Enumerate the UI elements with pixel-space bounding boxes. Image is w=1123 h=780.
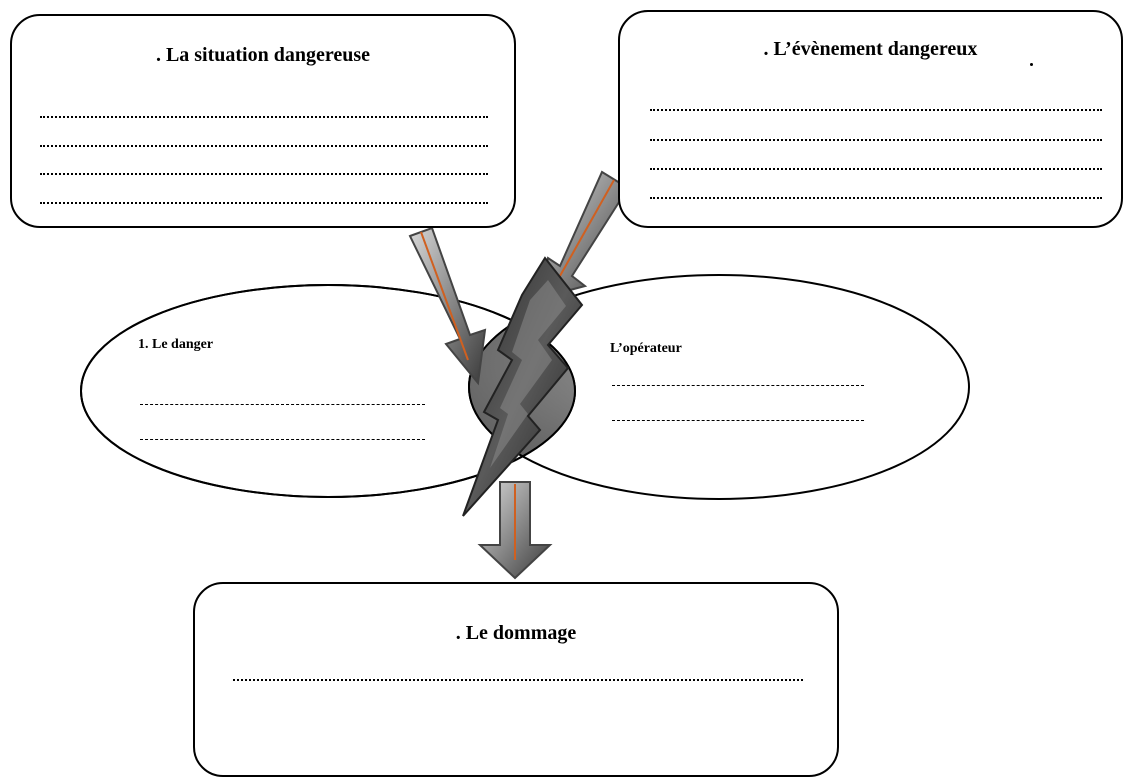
operateur-line-1[interactable] (612, 385, 864, 386)
stray-dot (1030, 63, 1033, 66)
situation-line-2[interactable] (40, 145, 488, 147)
evenement-line-1[interactable] (650, 109, 1102, 111)
danger-line-2[interactable] (140, 439, 425, 440)
situation-box: . La situation dangereuse (10, 14, 516, 228)
evenement-line-3[interactable] (650, 168, 1102, 170)
evenement-box: . L’évènement dangereux (618, 10, 1123, 228)
dommage-line-1[interactable] (233, 679, 803, 681)
evenement-line-2[interactable] (650, 139, 1102, 141)
danger-label: 1. Le danger (138, 337, 213, 353)
situation-line-3[interactable] (40, 173, 488, 175)
situation-line-4[interactable] (40, 202, 488, 204)
dommage-title: . Le dommage (195, 622, 837, 645)
danger-line-1[interactable] (140, 404, 425, 405)
evenement-line-4[interactable] (650, 197, 1102, 199)
dommage-box: . Le dommage (193, 582, 839, 777)
situation-title: . La situation dangereuse (12, 44, 514, 67)
arrow-dommage-icon (480, 482, 550, 578)
operateur-line-2[interactable] (612, 420, 864, 421)
operateur-label: L’opérateur (610, 341, 682, 357)
situation-line-1[interactable] (40, 116, 488, 118)
evenement-title: . L’évènement dangereux (620, 38, 1121, 61)
